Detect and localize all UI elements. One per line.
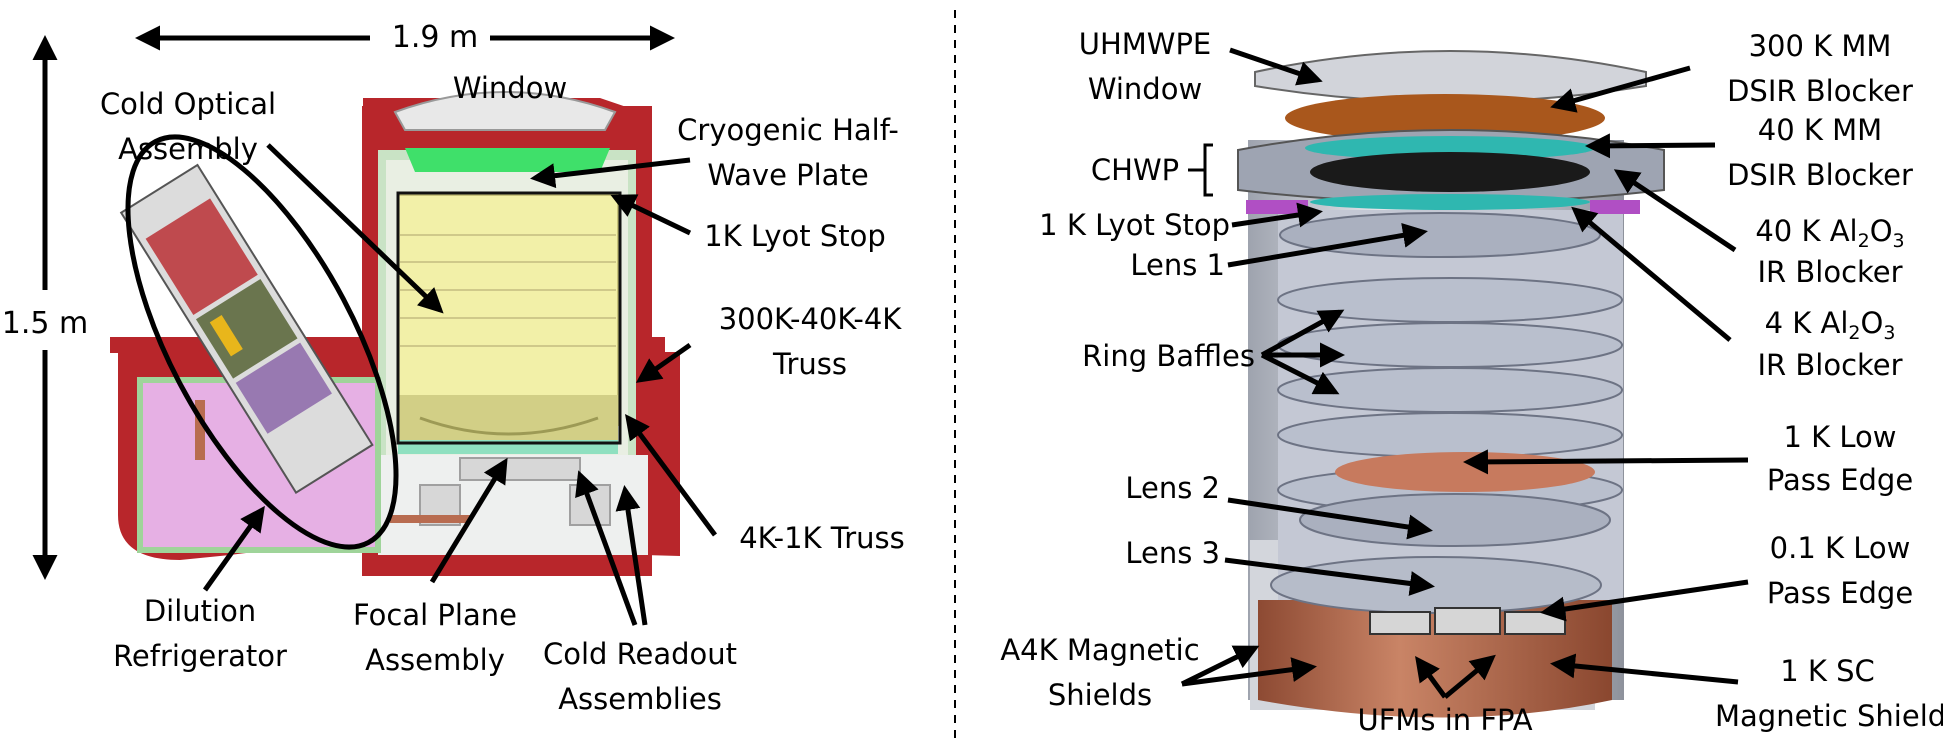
- arrow-dr: [202, 505, 265, 592]
- hwp-label-2: Wave Plate: [707, 158, 869, 192]
- lyot-ring: [1246, 200, 1308, 214]
- lp01-label-1: 0.1 K Low: [1769, 531, 1911, 565]
- arrow-lyot: [610, 194, 692, 236]
- arrow-readout-a: [575, 470, 638, 626]
- cold-optical-box: [396, 191, 622, 445]
- lp1-label-2: Pass Edge: [1766, 463, 1914, 497]
- lp1-label-1: 1 K Low: [1783, 420, 1897, 454]
- cold-optical-label-1: Cold Optical: [99, 87, 277, 121]
- arrow-lens3: [1224, 557, 1435, 596]
- arrow-mm40: [1585, 133, 1716, 159]
- uhmwpe-label-1: UHMWPE: [1078, 27, 1212, 61]
- arrow-cold-optical: [266, 143, 444, 314]
- arrow-lens2: [1227, 497, 1433, 540]
- width-dimension-label: 1.9 m: [391, 20, 479, 55]
- window-label: Window: [452, 71, 568, 105]
- truss-300-label-1: 300K-40K-4K: [718, 302, 902, 336]
- mm-300k-filter: [1285, 94, 1605, 142]
- mm-40k-filter: [1305, 136, 1595, 160]
- dr-body: [119, 163, 374, 494]
- arrow-hwp: [530, 157, 691, 189]
- ufm-label: UFMs in FPA: [1357, 703, 1533, 737]
- arrow-uhmwpe: [1229, 47, 1323, 86]
- lens3-label: Lens 3: [1125, 536, 1220, 570]
- hwp-label-1: Cryogenic Half-: [677, 113, 899, 147]
- arrow-baffle-c: [1260, 352, 1340, 395]
- arrow-a4k-b: [1181, 657, 1317, 687]
- ir4-label-2: IR Blocker: [1757, 348, 1903, 382]
- arrow-ufm-a: [1415, 655, 1448, 699]
- ir40-label-2: IR Blocker: [1757, 255, 1903, 289]
- chwp-label: CHWP: [1090, 153, 1180, 187]
- ir-4k-filter: [1310, 194, 1590, 210]
- height-dimension-label: 1.5 m: [1, 306, 89, 341]
- ir-40k-filter: [1310, 152, 1590, 192]
- mm300-label-2: DSIR Blocker: [1727, 74, 1913, 108]
- lens1-label: Lens 1: [1130, 248, 1225, 282]
- arrow-lyot-1k: [1231, 202, 1323, 228]
- arrow-lp01: [1540, 579, 1749, 622]
- a4k-label-2: Shields: [1047, 678, 1153, 712]
- arrow-truss-4k: [625, 413, 718, 537]
- uhmwpe-label-2: Window: [1087, 72, 1203, 106]
- a4k-label-1: A4K Magnetic: [1000, 633, 1200, 667]
- arrow-readout-b: [615, 485, 648, 626]
- arrow-sc1: [1550, 653, 1739, 685]
- arrow-ufm-b: [1443, 654, 1496, 699]
- arrow-truss-300: [635, 342, 692, 383]
- arrow-mm300: [1550, 65, 1691, 113]
- arrow-ir4: [1571, 206, 1732, 342]
- lp01-label-2: Pass Edge: [1766, 576, 1914, 610]
- sc1-label-2: Magnetic Shield: [1715, 699, 1943, 733]
- arrow-ir40: [1613, 169, 1737, 253]
- lens1-ring: [1279, 212, 1601, 258]
- sc1-label-1: 1 K SC: [1780, 654, 1875, 688]
- lens3-ring: [1270, 556, 1602, 614]
- ir4-label-1: 4 K Al2O3: [1764, 306, 1896, 344]
- mm40-label-2: DSIR Blocker: [1727, 158, 1913, 192]
- ir40-label-1: 40 K Al2O3: [1755, 214, 1905, 252]
- arrow-fpa: [429, 457, 508, 584]
- ufm-modules: [1369, 607, 1566, 635]
- lyot-1k-label: 1 K Lyot Stop: [1039, 208, 1230, 242]
- lyot-stop-label: 1K Lyot Stop: [704, 219, 886, 253]
- lowpass-1k-filter: [1335, 452, 1595, 492]
- lens2-ring: [1299, 493, 1611, 547]
- mm40-label-1: 40 K MM: [1757, 113, 1883, 147]
- ring-baffles-label: Ring Baffles: [1082, 339, 1255, 373]
- truss-300-label-2: Truss: [773, 347, 847, 381]
- fpa-label-1: Focal Plane: [353, 598, 517, 632]
- readout-label-1: Cold Readout: [542, 637, 738, 671]
- window-dome: [393, 91, 617, 131]
- dr-circle: [125, 134, 399, 550]
- readout-label-2: Assemblies: [558, 682, 722, 716]
- lens-stack: [397, 194, 619, 426]
- chwp-bracket: [1203, 143, 1213, 197]
- mm300-label-1: 300 K MM: [1748, 29, 1892, 63]
- hwp-green: [405, 148, 610, 172]
- lens2-label: Lens 2: [1125, 471, 1220, 505]
- cold-optical-label-2: Assembly: [118, 132, 258, 166]
- arrow-lp1: [1463, 449, 1749, 475]
- arrow-lens1: [1227, 223, 1428, 268]
- arrow-baffle-a: [1260, 309, 1345, 358]
- dr-label-1: Dilution: [143, 594, 257, 628]
- dr-label-2: Refrigerator: [113, 639, 287, 673]
- lens-baffles: [400, 234, 616, 347]
- lens-lower: [398, 395, 618, 443]
- right-cryostat-drawing: [1237, 50, 1665, 718]
- truss-4k-label: 4K-1K Truss: [739, 521, 905, 555]
- fpa-label-2: Assembly: [365, 643, 505, 677]
- arrow-a4k-a: [1180, 645, 1260, 687]
